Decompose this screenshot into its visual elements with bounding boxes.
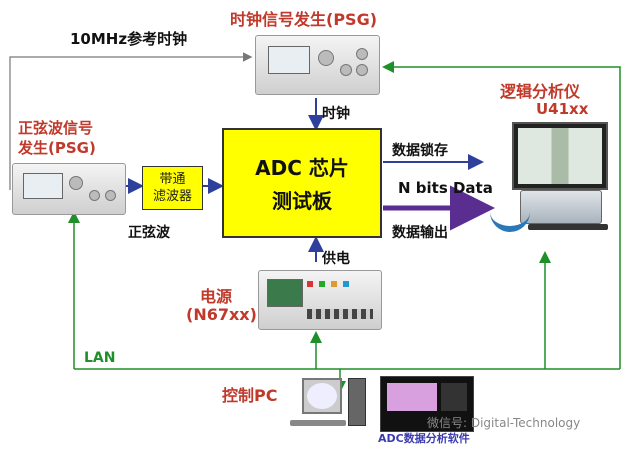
clock-label: 时钟 xyxy=(322,106,350,122)
software-screenshot xyxy=(380,376,474,432)
logic-analyzer-monitor xyxy=(512,122,608,190)
n-bits-data-label: N bits Data xyxy=(398,179,493,197)
adc-software-label: ADC数据分析软件 xyxy=(378,432,470,445)
power-title: 电源 xyxy=(200,287,233,306)
power-supply-label: 供电 xyxy=(322,251,350,267)
sine-psg-title-line2: 发生(PSG) xyxy=(18,139,96,157)
probe-cables xyxy=(490,210,530,232)
sine-psg-title: 正弦波信号 发生(PSG) xyxy=(18,118,96,158)
ref-clock-line xyxy=(9,52,253,190)
logic-analyzer-pods xyxy=(520,190,602,224)
pc-keyboard xyxy=(290,420,346,426)
control-pc-title: 控制PC xyxy=(222,386,278,405)
pc-tower xyxy=(348,378,366,426)
logic-analyzer-title: 逻辑分析仪 xyxy=(500,82,581,101)
power-model: (N67xx) xyxy=(186,305,257,324)
adc-label-line1: ADC 芯片 xyxy=(255,156,349,180)
bandpass-filter: 带通 滤波器 xyxy=(142,166,203,210)
keyboard xyxy=(528,224,608,230)
data-latch-label: 数据锁存 xyxy=(392,143,448,159)
clock-psg-title: 时钟信号发生(PSG) xyxy=(230,10,378,29)
clock-psg-instrument xyxy=(255,35,380,95)
data-output-label: 数据输出 xyxy=(392,225,448,241)
sine-psg-title-line1: 正弦波信号 xyxy=(18,119,94,137)
watermark: 微信号: Digital-Technology xyxy=(427,416,581,430)
adc-label-line2: 测试板 xyxy=(272,189,332,213)
sine-psg-instrument xyxy=(12,163,126,215)
adc-test-board: ADC 芯片 测试板 xyxy=(222,128,382,238)
ref-clock-label: 10MHz参考时钟 xyxy=(70,30,188,48)
power-supply-instrument xyxy=(258,270,382,330)
pc-monitor xyxy=(302,378,342,414)
logic-analyzer-model: U41xx xyxy=(536,100,589,118)
filter-label-line1: 带通 xyxy=(159,172,186,187)
sine-wave-label: 正弦波 xyxy=(128,225,170,241)
lan-label: LAN xyxy=(84,350,116,366)
filter-label-line2: 滤波器 xyxy=(152,189,192,204)
